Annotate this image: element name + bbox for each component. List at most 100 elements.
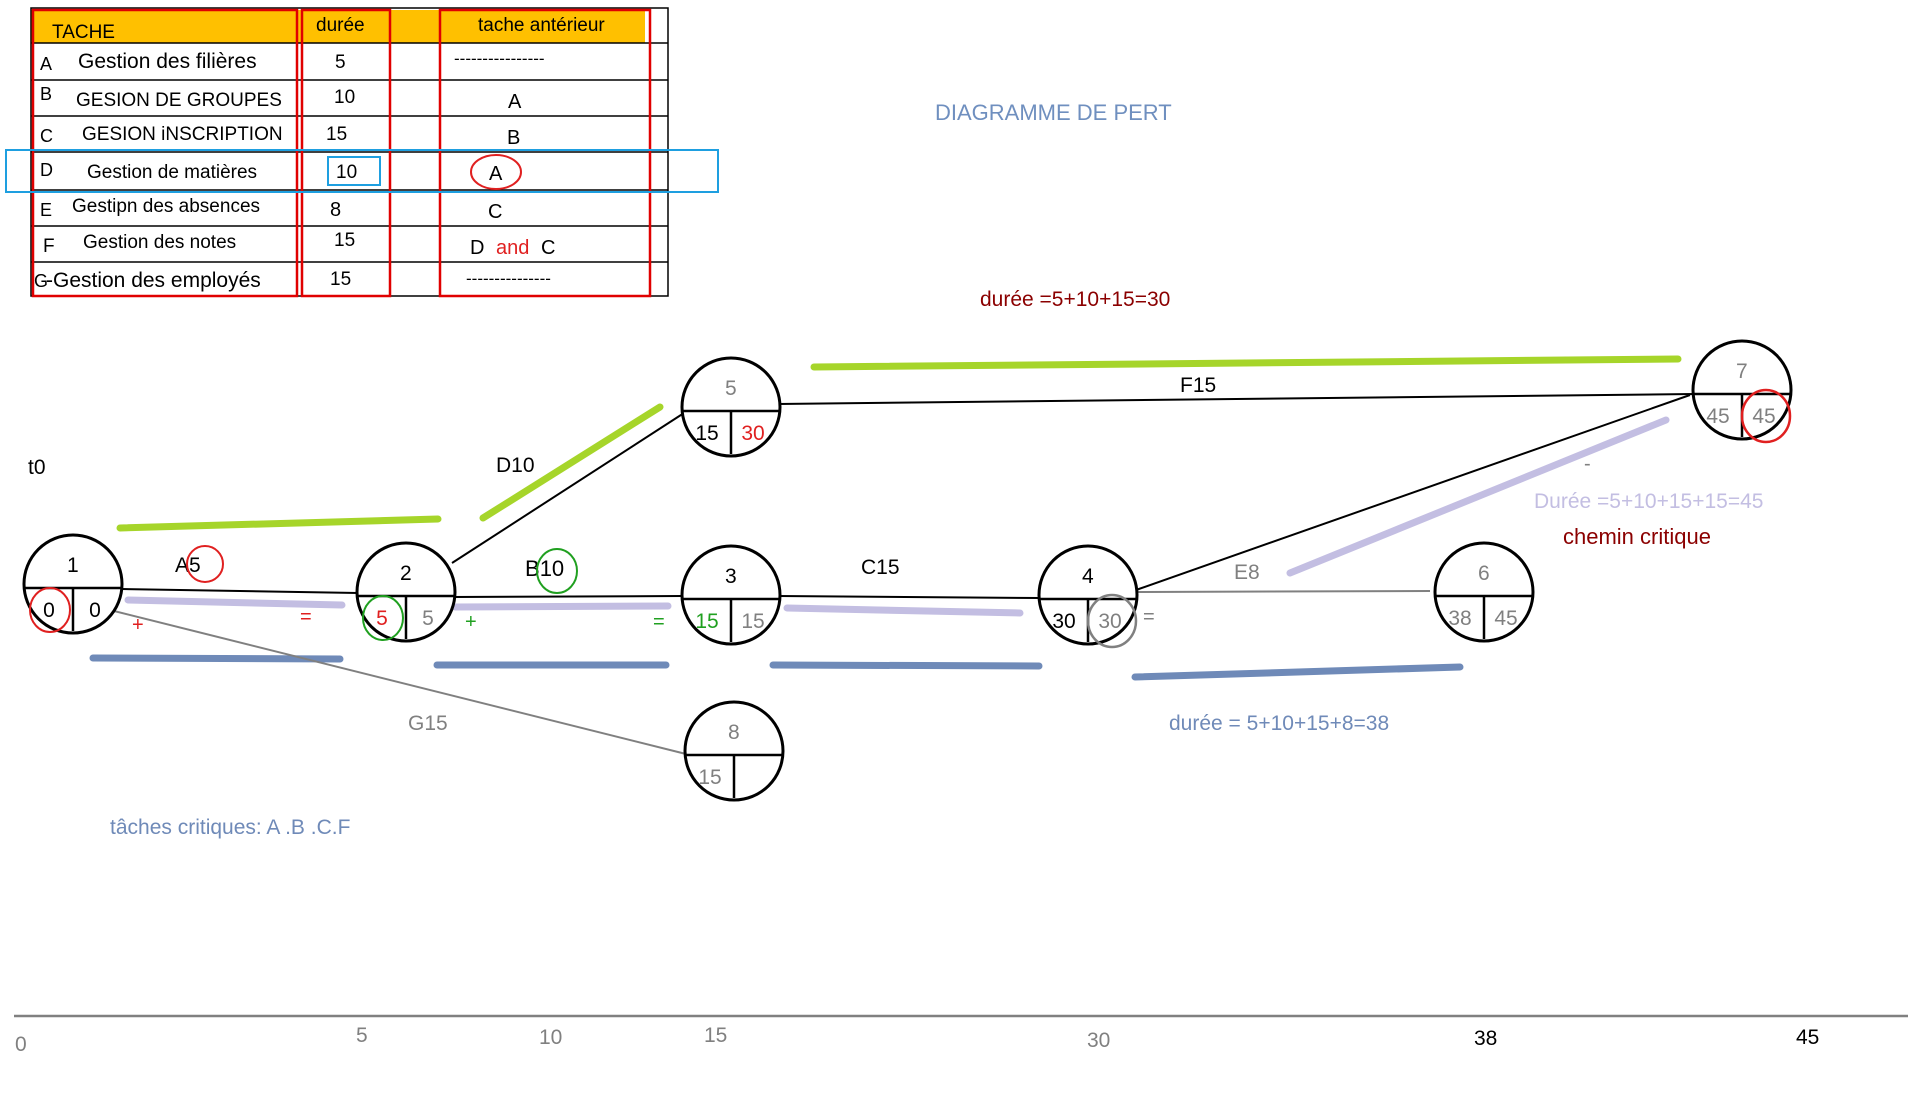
row-c-letter: C bbox=[40, 126, 53, 146]
row-f-duration: 15 bbox=[334, 230, 355, 251]
plus-green: + bbox=[465, 611, 477, 633]
annotation-t0: t0 bbox=[28, 456, 46, 479]
node-6: 6 38 45 bbox=[1433, 541, 1535, 643]
node-7-early-date: 45 bbox=[1706, 405, 1729, 428]
node-1-early-circle bbox=[29, 587, 71, 633]
node-7-circle bbox=[1691, 339, 1793, 441]
node-4-late-date: 30 bbox=[1098, 610, 1121, 633]
equals-red: = bbox=[300, 606, 312, 628]
header-task: TACHE bbox=[52, 22, 115, 43]
node-4-early-date: 30 bbox=[1052, 610, 1075, 633]
node-6-number: 6 bbox=[1478, 562, 1490, 585]
row-a-letter: A bbox=[40, 54, 52, 74]
row-c-name: GESION iNSCRIPTION bbox=[82, 124, 283, 145]
table-header-background bbox=[31, 10, 645, 43]
edge-a-value-circle bbox=[186, 545, 224, 583]
timeline-tick-30: 30 bbox=[1087, 1029, 1110, 1052]
lavender-stroke-f bbox=[1286, 416, 1670, 577]
timeline-tick-0: 0 bbox=[15, 1033, 27, 1056]
row-g-previous: --------------- bbox=[466, 269, 551, 288]
annotation-taches-critiques: tâches critiques: A .B .C.F bbox=[110, 816, 350, 839]
edge-label-b-value: 10 bbox=[540, 556, 564, 581]
edge-g bbox=[109, 609, 687, 755]
node-8: 8 15 bbox=[683, 700, 785, 802]
node-6-circle bbox=[1433, 541, 1535, 643]
row-f-previous-b: C bbox=[541, 237, 555, 259]
equals-gray: = bbox=[1143, 606, 1155, 628]
row-a-duration: 5 bbox=[335, 52, 346, 73]
annotation-duree-top: durée =5+10+15=30 bbox=[980, 288, 1170, 311]
edge-label-d: D10 bbox=[496, 454, 535, 477]
lavender-stroke-b bbox=[451, 602, 672, 611]
edge-label-c: C15 bbox=[861, 556, 900, 579]
annotation-chemin-critique: chemin critique bbox=[1563, 524, 1711, 549]
node-3-number: 3 bbox=[725, 565, 737, 588]
node-7-number: 7 bbox=[1736, 360, 1748, 383]
node-5-number: 5 bbox=[725, 377, 737, 400]
node-1-circle bbox=[22, 533, 124, 635]
annotation-duree-critical: Durée =5+10+15+15=45 bbox=[1534, 490, 1763, 513]
node-2-early-circle bbox=[362, 595, 404, 641]
row-d-duration: 10 bbox=[336, 162, 357, 183]
timeline-tick-15: 15 bbox=[704, 1024, 727, 1047]
blue-stroke-e bbox=[1131, 663, 1464, 681]
node-6-late-date: 45 bbox=[1494, 607, 1517, 630]
node-2-number: 2 bbox=[400, 562, 412, 585]
timeline-tick-5: 5 bbox=[356, 1024, 368, 1047]
edge-label-a: A5 bbox=[175, 554, 201, 577]
plus-red: + bbox=[132, 614, 144, 636]
row-d-name: Gestion de matières bbox=[87, 162, 257, 183]
row-f-letter: F bbox=[43, 236, 55, 257]
diagram-title: DIAGRAMME DE PERT bbox=[935, 100, 1172, 125]
row-b-letter: B bbox=[40, 84, 52, 104]
edge-label-b: B10 bbox=[525, 556, 564, 581]
node-8-early-date: 15 bbox=[698, 766, 721, 789]
lavender-stroke-c bbox=[783, 604, 1024, 617]
row-c-previous: B bbox=[507, 127, 520, 149]
timeline-tick-45: 45 bbox=[1796, 1026, 1819, 1049]
row-b-duration: 10 bbox=[334, 87, 355, 108]
timeline-tick-10: 10 bbox=[539, 1026, 562, 1049]
node-5-early-date: 15 bbox=[695, 422, 718, 445]
edge-4-7 bbox=[1135, 394, 1691, 591]
row-d-letter: D bbox=[40, 160, 53, 180]
edge-b bbox=[451, 595, 684, 598]
node-7-late-circle bbox=[1740, 388, 1792, 444]
node-4-number: 4 bbox=[1082, 565, 1094, 588]
duration-d-highlight bbox=[327, 156, 381, 186]
edge-label-b-letter: B bbox=[525, 556, 540, 581]
timeline-tick-38: 38 bbox=[1474, 1027, 1497, 1050]
node-3-early-date: 15 bbox=[695, 610, 718, 633]
edge-b-value-circle bbox=[536, 548, 578, 594]
node-6-early-date: 38 bbox=[1448, 607, 1471, 630]
edge-label-a-letter: A bbox=[175, 554, 189, 577]
row-e-duration: 8 bbox=[330, 199, 341, 221]
row-f-name: Gestion des notes bbox=[83, 232, 236, 253]
duration-column-frame bbox=[300, 8, 392, 298]
row-c-duration: 15 bbox=[326, 124, 347, 145]
node-3-late-date: 15 bbox=[741, 610, 764, 633]
row-f-previous-and: and bbox=[496, 237, 529, 259]
node-8-number: 8 bbox=[728, 721, 740, 744]
timeline-ticks: 0 5 10 15 30 38 45 bbox=[15, 1024, 1819, 1056]
node-2-circle bbox=[355, 541, 457, 643]
node-3-circle bbox=[680, 544, 782, 646]
row-f-previous: D and C bbox=[470, 237, 555, 259]
edge-f bbox=[777, 393, 1695, 405]
annotation-duree-bottom: durée = 5+10+15+8=38 bbox=[1169, 712, 1389, 735]
previous-column-frame bbox=[438, 8, 652, 298]
edge-a bbox=[121, 588, 359, 594]
node-7-late-date: 45 bbox=[1752, 405, 1775, 428]
edge-c bbox=[777, 595, 1041, 599]
node-4-circle bbox=[1037, 544, 1139, 646]
task-column-frame bbox=[31, 8, 299, 298]
table-row-lines bbox=[31, 42, 668, 263]
node-2-early-date: 5 bbox=[376, 607, 388, 630]
lime-stroke-f bbox=[810, 355, 1682, 371]
edges bbox=[109, 393, 1695, 755]
row-b-name: GESION DE GROUPES bbox=[76, 90, 282, 111]
